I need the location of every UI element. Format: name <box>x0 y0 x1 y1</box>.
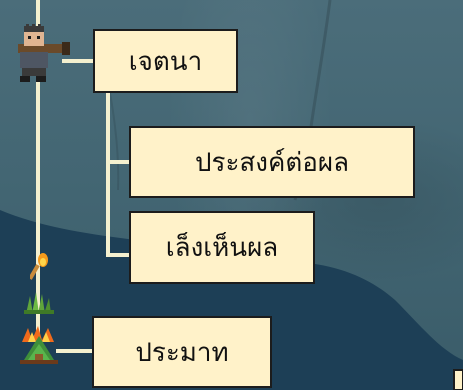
match-stick-icon <box>28 252 50 286</box>
child2-horizontal-line <box>106 253 130 257</box>
main-vertical-line <box>36 0 40 345</box>
second-root-horizontal-line <box>56 349 94 353</box>
root-node-box: เจตนา <box>93 29 238 93</box>
grass-tuft-icon <box>24 290 54 318</box>
child-node-label-2: เล็งเห็นผล <box>165 233 279 263</box>
child-node-box-1: ประสงค์ต่อผล <box>129 126 415 198</box>
child1-horizontal-line <box>106 160 130 164</box>
second-root-node-box: ประมาท <box>92 316 272 388</box>
person-with-bazooka-icon <box>10 24 72 88</box>
root-horizontal-line <box>62 59 96 63</box>
root-node-label: เจตนา <box>128 46 203 77</box>
root-children-vertical-line <box>106 75 110 257</box>
child-node-label-1: ประสงค์ต่อผล <box>194 147 350 178</box>
burning-bush-icon <box>18 324 60 368</box>
child-node-box-2: เล็งเห็นผล <box>129 211 315 284</box>
second-root-node-label: ประมาท <box>135 337 229 368</box>
